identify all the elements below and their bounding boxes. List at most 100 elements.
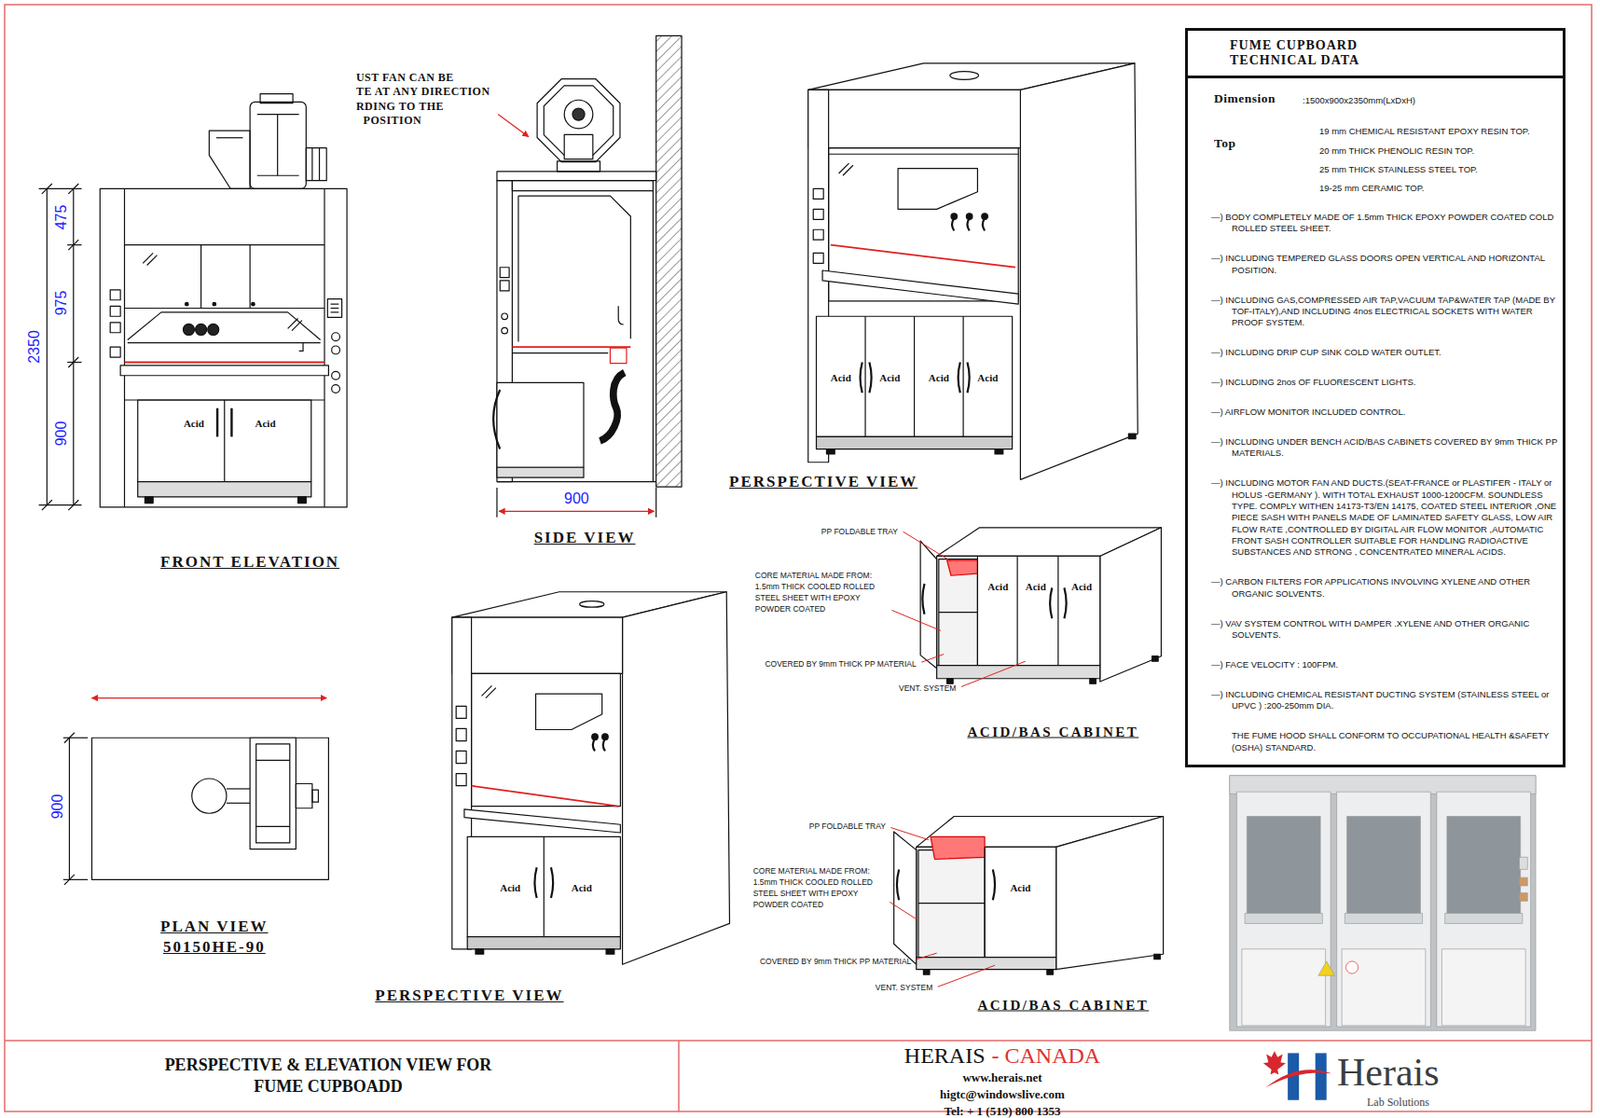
dimension-lines	[41, 499, 53, 511]
plan-view	[68, 737, 70, 880]
side-view	[518, 195, 631, 339]
acid-cabinet	[1154, 953, 1161, 959]
perspective-view	[475, 949, 484, 954]
view-title: PERSPECTIVE VIEW	[729, 472, 918, 492]
company-country: - CANADA	[992, 1043, 1102, 1069]
dimension-lines	[68, 183, 79, 194]
fan-note: POSITION	[363, 113, 423, 128]
view-title: FRONT ELEVATION	[160, 552, 340, 572]
spec-item: —) CARBON FILTERS FOR APPLICATIONS INVOL…	[1211, 576, 1559, 600]
acid-cabinet	[889, 816, 1163, 988]
callout: CORE MATERIAL MADE FROM: 1.5mm THICK COO…	[753, 865, 886, 911]
front-elevation	[124, 361, 326, 364]
logo-mark	[1265, 1069, 1332, 1088]
front-elevation	[260, 94, 293, 104]
acid-cabinet	[961, 661, 1026, 687]
callout: VENT. SYSTEM	[898, 682, 956, 694]
model-number: 50150HE-90	[163, 937, 266, 957]
contact-line: www.herais.net	[962, 1071, 1042, 1085]
front-elevation	[144, 496, 153, 504]
front-elevation	[331, 307, 340, 309]
dimension-lines	[68, 357, 79, 368]
perspective-view	[543, 836, 545, 937]
front-elevation	[299, 343, 304, 352]
field-value: :1500x900x2350mm(LxDxH)	[1302, 95, 1416, 106]
text-row: higtc@windowslive.com	[815, 1085, 1189, 1103]
perspective-view	[536, 693, 603, 730]
perspective-view	[1128, 433, 1136, 439]
photo	[1445, 912, 1523, 924]
front-elevation	[212, 302, 217, 306]
dimension: 2350	[26, 330, 43, 364]
callout: VENT. SYSTEM	[875, 981, 933, 994]
dimension-lines	[41, 183, 53, 194]
side-view	[493, 35, 682, 518]
text-column: HERAIS- CANADAwww.herais.nethigtc@window…	[815, 1043, 1189, 1118]
contact-line: Tel: + 1 (519) 800 1353	[943, 1104, 1061, 1118]
side-view	[609, 347, 627, 363]
dimension: 900	[564, 490, 590, 508]
perspective-view	[593, 738, 606, 751]
acid-cabinet	[937, 965, 995, 987]
acid-cabinet	[920, 540, 938, 669]
perspective-view	[606, 949, 615, 954]
dimension-lines	[68, 499, 79, 511]
acid-cabinet	[921, 654, 944, 663]
side-view	[496, 382, 584, 468]
logo-word: Herais	[1337, 1052, 1440, 1092]
dimension-lines	[68, 239, 79, 250]
front-elevation	[195, 323, 207, 335]
perspective-view	[813, 208, 824, 220]
data-panel: Dimension:1500x900x2350mm(LxDxH)Top19 mm…	[1185, 78, 1566, 768]
acid-cabinet	[890, 827, 928, 841]
logo-mark	[1263, 1050, 1286, 1075]
front-elevation	[124, 188, 125, 507]
acid-cabinet	[923, 969, 930, 975]
front-elevation	[207, 323, 220, 335]
side-view	[656, 35, 682, 487]
side-view	[493, 389, 500, 449]
acid-cabinet	[993, 868, 995, 900]
acid-cabinet	[916, 952, 938, 960]
spec-item: —) INCLUDING CHEMICAL RESISTANT DUCTING …	[1211, 689, 1559, 713]
door-label: Acid	[183, 417, 205, 429]
side-view	[655, 487, 657, 518]
perspective-view	[482, 685, 493, 696]
callout: COVERED BY 9mm THICK PP MATERIAL	[764, 658, 916, 670]
fan-note: UST FAN CAN BE	[356, 70, 455, 85]
front-elevation	[331, 371, 341, 380]
photo	[1241, 949, 1326, 1026]
photo	[1229, 775, 1536, 1032]
dimension-lines	[72, 188, 74, 505]
fan-note: RDING TO THE	[356, 98, 444, 113]
callout: CORE MATERIAL MADE FROM: 1.5mm THICK COO…	[755, 569, 888, 615]
photo	[1519, 893, 1529, 902]
spec-item: THE FUME HOOD SHALL CONFORM TO OCCUPATIO…	[1211, 730, 1559, 754]
field-label: Top	[1213, 136, 1237, 152]
side-view	[537, 79, 621, 163]
dimension-lines	[46, 188, 48, 505]
perspective-view	[455, 705, 467, 718]
dimension: 475	[53, 205, 70, 231]
door-label: Acid	[977, 372, 998, 384]
side-view	[499, 267, 510, 278]
logo-mark	[1315, 1052, 1327, 1100]
plan-view	[91, 697, 327, 699]
photo	[1246, 816, 1321, 914]
company-cell: HERAIS- CANADAwww.herais.nethigtc@window…	[678, 1040, 1187, 1112]
photo	[1441, 949, 1526, 1026]
front-elevation	[331, 332, 341, 342]
perspective-view	[828, 153, 1020, 155]
dimension: 900	[49, 793, 67, 819]
spec-item: —) INCLUDING MOTOR FAN AND DUCTS.(SEAT-F…	[1211, 477, 1559, 558]
option-text: 20 mm THICK PHENOLIC RESIN TOP.	[1319, 145, 1475, 156]
spec-item: —) INCLUDING 2nos OF FLUORESCENT LIGHTS.	[1211, 376, 1559, 388]
acid-cabinet	[947, 560, 979, 576]
perspective-view	[826, 449, 835, 455]
photo	[1344, 912, 1422, 924]
door-label: Acid	[571, 882, 593, 894]
perspective-view	[464, 809, 621, 833]
front-elevation	[331, 311, 340, 313]
spec-item: —) INCLUDING TEMPERED GLASS DOORS OPEN V…	[1211, 252, 1559, 276]
